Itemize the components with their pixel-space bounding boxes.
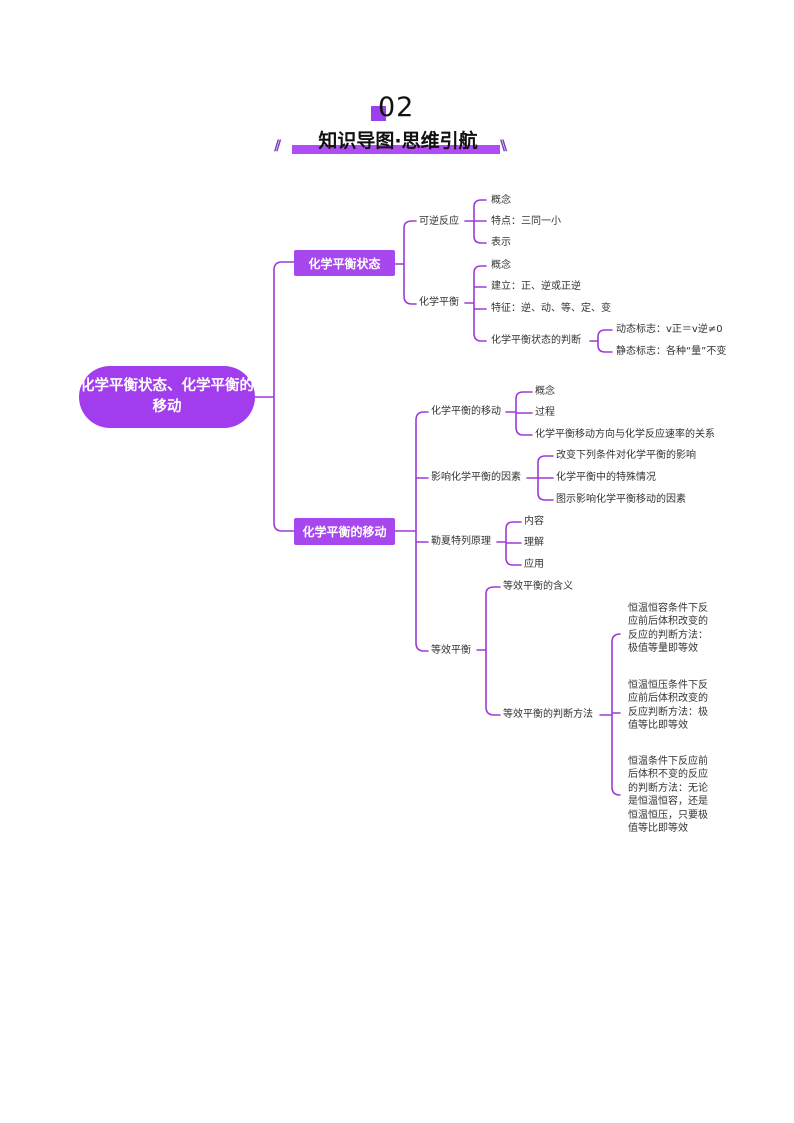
root-node: 化学平衡状态、化学平衡的移动 xyxy=(79,366,255,428)
leaf-text: 动态标志：v正＝v逆≠0 xyxy=(616,324,723,335)
branch-chemical-equilibrium-state: 化学平衡状态 xyxy=(294,250,395,276)
leaf-text: 化学平衡移动方向与化学反应速率的关系 xyxy=(535,429,715,440)
left-slash-decoration: // xyxy=(274,138,281,154)
node-le-chatelier: 勒夏特列原理 xyxy=(431,536,491,547)
leaf-text: 概念 xyxy=(491,195,511,206)
method-paragraph: 恒温条件下反应前后体积不变的反应的判断方法：无论是恒温恒容，还是恒温恒压，只要极… xyxy=(628,756,708,835)
leaf-text: 过程 xyxy=(535,407,555,418)
node-chemical-equilibrium: 化学平衡 xyxy=(419,297,459,308)
leaf-text: 化学平衡中的特殊情况 xyxy=(556,472,656,483)
leaf-text: 应用 xyxy=(524,559,544,570)
right-slash-decoration: \\ xyxy=(500,138,507,154)
node-reversible-reaction: 可逆反应 xyxy=(419,216,459,227)
leaf-text: 等效平衡的含义 xyxy=(503,581,573,592)
leaf-text: 概念 xyxy=(535,386,555,397)
node-influencing-factors: 影响化学平衡的因素 xyxy=(431,472,521,483)
title-highlight-bar xyxy=(292,145,500,154)
number-accent-square xyxy=(371,106,386,121)
leaf-text: 理解 xyxy=(524,537,544,548)
leaf-text: 特点：三同一小 xyxy=(491,216,561,227)
node-equivalence-methods: 等效平衡的判断方法 xyxy=(503,709,593,720)
leaf-text: 静态标志：各种“量”不变 xyxy=(616,346,727,357)
node-equilibrium-judgement: 化学平衡状态的判断 xyxy=(491,335,581,346)
method-paragraph: 恒温恒容条件下反应前后体积改变的反应的判断方法：极值等量即等效 xyxy=(628,603,708,655)
method-paragraph: 恒温恒压条件下反应前后体积改变的反应判断方法：极值等比即等效 xyxy=(628,680,708,732)
section-title-text: 知识导图·思维引航 xyxy=(318,130,478,152)
branch-equilibrium-shift: 化学平衡的移动 xyxy=(294,518,395,545)
leaf-text: 特征：逆、动、等、定、变 xyxy=(491,303,611,314)
leaf-text: 内容 xyxy=(524,516,544,527)
leaf-text: 建立：正、逆或正逆 xyxy=(491,281,581,292)
section-number: 02 xyxy=(371,92,431,128)
leaf-text: 表示 xyxy=(491,237,511,248)
section-title: // 知识导图·思维引航 \\ xyxy=(274,126,518,158)
leaf-text: 概念 xyxy=(491,260,511,271)
node-equivalent-equilibrium: 等效平衡 xyxy=(431,645,471,656)
leaf-text: 改变下列条件对化学平衡的影响 xyxy=(556,450,696,461)
section-number-text: 02 xyxy=(378,92,415,123)
node-equilibrium-shift: 化学平衡的移动 xyxy=(431,406,501,417)
leaf-text: 图示影响化学平衡移动的因素 xyxy=(556,494,686,505)
